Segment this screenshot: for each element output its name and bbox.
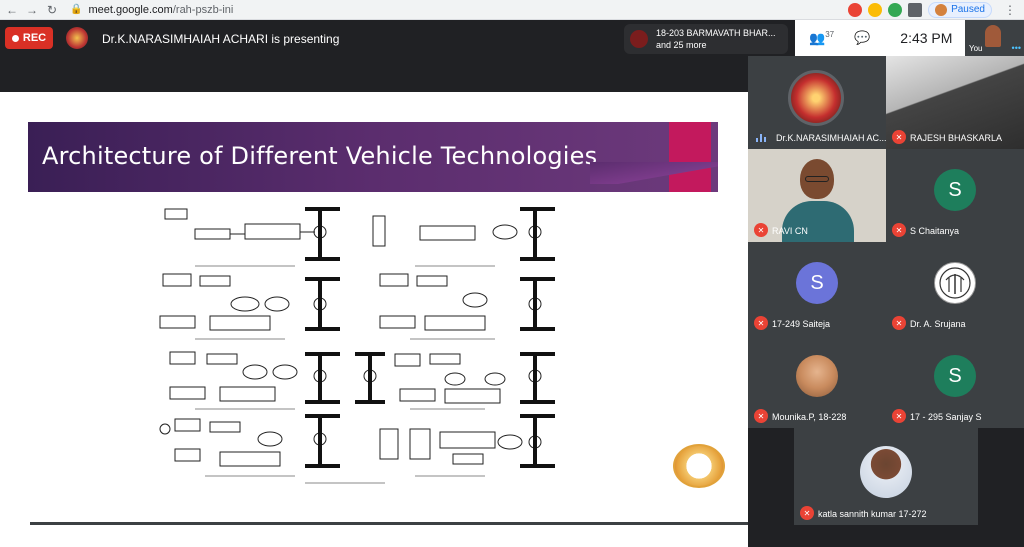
mic-off-icon: ✕ (754, 316, 768, 330)
participant-name: S Chaitanya (910, 226, 960, 236)
self-video (985, 25, 1001, 47)
url-path: /rah-pszb-ini (172, 3, 234, 16)
lock-icon: 🔒 (70, 4, 83, 15)
participant-name: RAJESH BHASKARLA (910, 133, 1003, 143)
chat-icon[interactable]: 💬 (854, 30, 871, 45)
extension-icon-yellow[interactable] (868, 2, 883, 17)
reload-icon[interactable]: ↻ (46, 2, 58, 17)
participant-video (748, 149, 886, 242)
mic-off-icon: ✕ (800, 506, 814, 520)
avatar: S (934, 169, 976, 211)
mic-off-icon: ✕ (892, 316, 906, 330)
participant-name: RAVI CN (772, 226, 808, 236)
vehicle-architecture-figure (159, 207, 555, 484)
mic-off-icon: ✕ (892, 130, 906, 144)
join-notice-line1: 18-203 BARMAVATH BHAR... (656, 28, 776, 38)
participant-count: 37 (825, 29, 835, 39)
self-view-tile[interactable]: You ••• (965, 20, 1024, 56)
extension-icon-red[interactable] (848, 2, 863, 17)
forward-arrow-icon[interactable]: → (26, 2, 38, 17)
avatar (860, 446, 912, 498)
slide-title-band: Architecture of Different Vehicle Techno… (28, 122, 718, 192)
participant-tile[interactable]: ✕ Dr. A. Srujana (886, 242, 1024, 335)
kebab-menu-icon[interactable]: ⋮ (1004, 2, 1016, 17)
profile-status: Paused (951, 4, 985, 15)
back-arrow-icon[interactable]: ← (6, 2, 18, 17)
participant-name: 17 - 295 Sanjay S (910, 412, 982, 422)
join-notice-line2: and 25 more (656, 40, 707, 50)
mic-off-icon: ✕ (892, 223, 906, 237)
mic-off-icon: ✕ (754, 223, 768, 237)
extension-icon-green[interactable] (888, 2, 903, 17)
video-figure-glasses (805, 176, 829, 182)
avatar (934, 262, 976, 304)
participant-tile[interactable]: S ✕ 17-249 Saiteja (748, 242, 886, 335)
participant-tile[interactable]: ✕ RAJESH BHASKARLA (886, 56, 1024, 149)
avatar (788, 70, 844, 126)
address-bar[interactable]: 🔒 meet.google.com /rah-pszb-ini (70, 4, 233, 16)
profile-avatar (935, 3, 948, 16)
slide-title: Architecture of Different Vehicle Techno… (42, 142, 598, 170)
participant-tile[interactable]: S ✕ 17 - 295 Sanjay S (886, 335, 1024, 428)
participant-tile[interactable]: ✕ RAVI CN (748, 149, 886, 242)
architecture-diagram (130, 202, 590, 492)
participant-name: Dr.K.NARASIMHAIAH AC... (776, 133, 886, 143)
people-button[interactable]: 👥37 (809, 30, 834, 46)
participant-tile[interactable]: ✕ Mounika.P, 18-228 (748, 335, 886, 428)
puzzle-icon[interactable] (908, 2, 923, 17)
meeting-topbar: REC Dr.K.NARASIMHAIAH ACHARI is presenti… (0, 20, 1024, 56)
tree-logo-icon (939, 267, 971, 299)
people-icon: 👥 (809, 30, 826, 46)
participant-name: 17-249 Saiteja (772, 319, 831, 329)
profile-button[interactable]: Paused (928, 1, 992, 18)
recording-badge[interactable]: REC (5, 27, 53, 49)
participant-name: katla sannith kumar 17-272 (818, 509, 927, 519)
join-avatar (630, 30, 648, 48)
participant-tile[interactable]: Dr.K.NARASIMHAIAH AC... (748, 56, 886, 149)
mic-off-icon: ✕ (892, 409, 906, 423)
more-options-icon[interactable]: ••• (1011, 43, 1021, 53)
participant-name: Dr. A. Srujana (910, 319, 966, 329)
presenter-avatar (66, 27, 88, 49)
meeting-clock: 2:43 PM (900, 30, 953, 46)
presentation-stage: Architecture of Different Vehicle Techno… (0, 56, 748, 547)
slide-swoosh (590, 162, 718, 184)
shared-slide: Architecture of Different Vehicle Techno… (0, 92, 748, 547)
speaking-indicator-icon (756, 134, 766, 142)
institution-logo (673, 444, 725, 488)
avatar (796, 355, 838, 397)
stage-bottom-strip (30, 522, 748, 525)
participant-tile[interactable]: ✕ katla sannith kumar 17-272 (794, 428, 978, 525)
browser-toolbar: ← → ↻ 🔒 meet.google.com /rah-pszb-ini Pa… (0, 0, 1024, 20)
self-label: You (969, 44, 983, 53)
participant-name: Mounika.P, 18-228 (772, 412, 847, 422)
join-notification[interactable]: 18-203 BARMAVATH BHAR... and 25 more (624, 24, 788, 54)
participant-tile[interactable]: S ✕ S Chaitanya (886, 149, 1024, 242)
presenting-text: Dr.K.NARASIMHAIAH ACHARI is presenting (102, 32, 340, 46)
avatar: S (934, 355, 976, 397)
meeting-controls: 👥37 💬 2:43 PM (795, 20, 965, 56)
rec-dot-icon (11, 34, 19, 42)
video-figure-body (782, 201, 854, 242)
rec-label: REC (22, 32, 47, 44)
participant-video (886, 56, 1024, 149)
participant-grid: Dr.K.NARASIMHAIAH AC... ✕ RAJESH BHASKAR… (748, 56, 1024, 525)
avatar: S (796, 262, 838, 304)
mic-off-icon: ✕ (754, 409, 768, 423)
url-host: meet.google.com (88, 3, 173, 16)
